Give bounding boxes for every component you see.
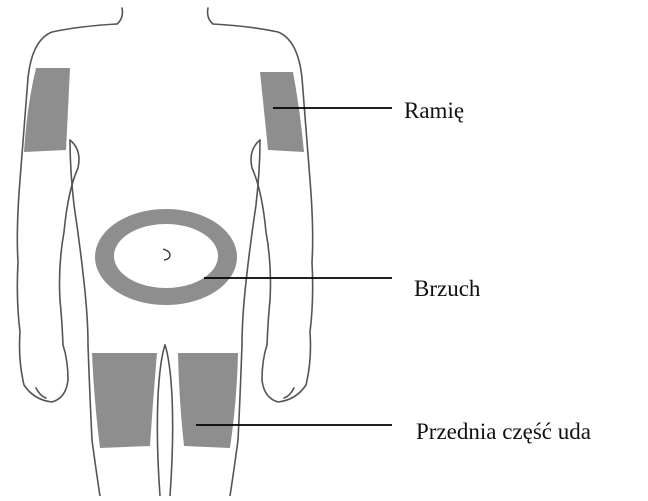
left-leg-inner-line [157,345,165,496]
right-torso-line [242,140,260,345]
right-hand-line [284,388,294,398]
injection-areas [24,68,304,448]
navel-mark [163,249,170,260]
right-leg-inner-line [165,345,173,496]
arm-label: Ramię [404,99,464,122]
abdomen-label: Brzuch [414,277,480,300]
right-thigh-injection-area [178,353,238,448]
left-thigh-injection-area [92,353,157,448]
neck-left-line [117,8,122,24]
left-hand-line [36,388,46,398]
left-torso-line [70,140,88,345]
abdomen-injection-ring [95,209,237,305]
neck-right-line [208,8,213,24]
thigh-label: Przednia część uda [416,420,591,443]
left-arm-injection-area [24,68,70,152]
right-arm-injection-area [260,72,304,152]
